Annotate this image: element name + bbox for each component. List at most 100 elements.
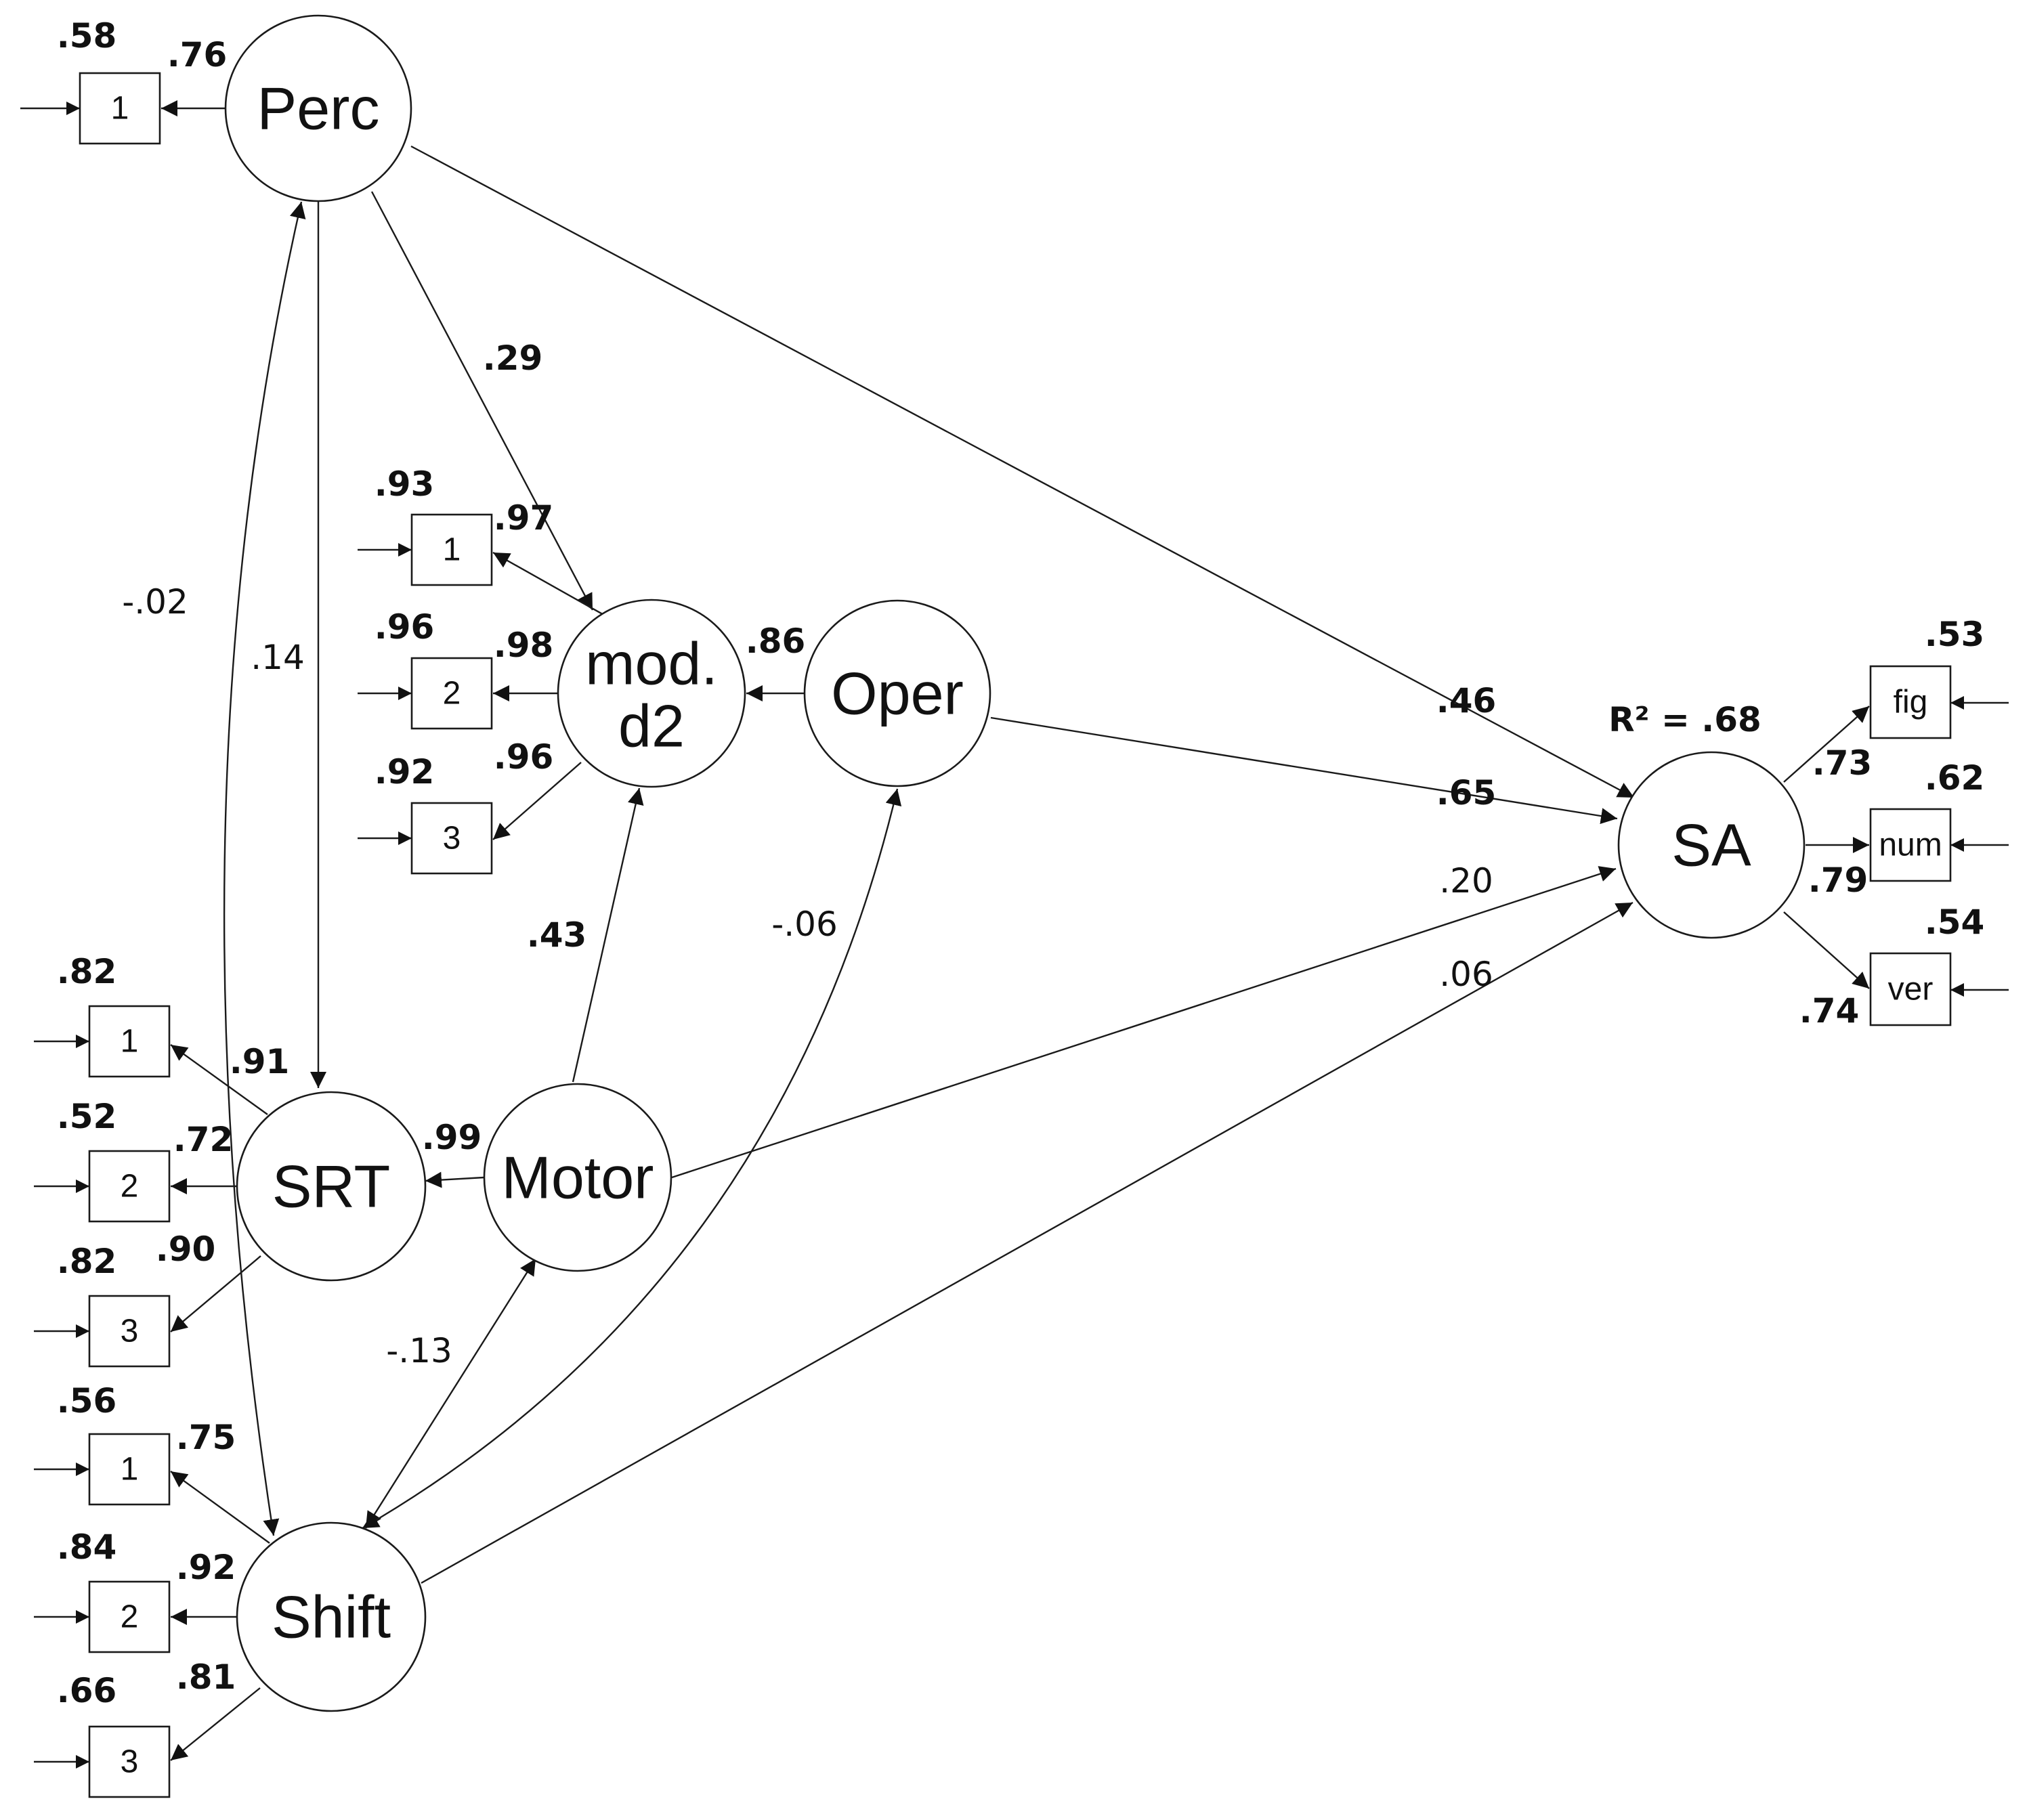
indicator-shift-1: 1 xyxy=(88,1433,171,1506)
indicator-value-shift-1: .56 xyxy=(57,1381,117,1421)
loading-value-modd2-2: .98 xyxy=(494,626,554,665)
indicator-value-shift-3: .66 xyxy=(57,1671,117,1710)
indicator-sa-num-label: num xyxy=(1879,827,1942,863)
loading-value-shift-3: .81 xyxy=(176,1658,236,1697)
structural-paths xyxy=(223,145,1635,1584)
indicator-value-modd2-2: .96 xyxy=(375,607,435,647)
indicator-perc-1: 1 xyxy=(79,72,161,145)
latent-sa: SA xyxy=(1617,751,1806,939)
indicator-value-modd2-3: .92 xyxy=(375,752,435,792)
loading-shift-3 xyxy=(170,1687,261,1761)
indicator-modd2-2-label: 2 xyxy=(443,676,461,712)
latent-sa-label: SA xyxy=(1671,812,1751,879)
loading-shift-1 xyxy=(170,1471,270,1544)
loading-value-sa-fig: .73 xyxy=(1812,743,1873,783)
loading-coefficients: .76 .97 .98 .96 .91 .72 .90 .75 .92 .81 … xyxy=(156,35,1873,1697)
path-value-oper-sa: .65 xyxy=(1436,773,1497,812)
latent-modd2: mod. d2 xyxy=(557,599,746,788)
indicator-value-shift-2: .84 xyxy=(57,1528,117,1567)
path-value-perc-shift-cov: -.02 xyxy=(122,582,188,622)
loading-value-srt-3: .90 xyxy=(156,1230,216,1269)
indicator-perc-1-label: 1 xyxy=(111,91,129,127)
loading-sa-fig xyxy=(1783,706,1870,783)
cov-perc-shift xyxy=(223,201,306,1536)
loading-value-perc-1: .76 xyxy=(167,35,228,74)
loading-value-srt-2: .72 xyxy=(173,1120,234,1159)
loading-value-shift-2: .92 xyxy=(176,1548,236,1587)
indicator-value-sa-ver: .54 xyxy=(1925,903,1985,942)
latent-motor: Motor xyxy=(483,1083,672,1272)
latent-shift-label: Shift xyxy=(272,1584,391,1651)
path-value-perc-modd2: .29 xyxy=(483,339,543,378)
loading-srt-1 xyxy=(170,1044,268,1115)
loading-value-modd2-1: .97 xyxy=(494,498,554,538)
loading-value-sa-ver: .74 xyxy=(1799,991,1860,1031)
indicator-shift-1-label: 1 xyxy=(121,1452,139,1488)
indicator-sa-fig-label: fig xyxy=(1894,685,1928,720)
latent-oper-label: Oper xyxy=(831,660,964,727)
path-perc-sa xyxy=(410,145,1635,799)
loading-value-shift-1: .75 xyxy=(176,1418,236,1457)
indicator-value-srt-2: .52 xyxy=(57,1097,117,1136)
cov-motor-shift xyxy=(364,1258,537,1529)
sa-r-squared: R² = .68 xyxy=(1608,700,1761,739)
latent-perc-label: Perc xyxy=(257,75,380,142)
latent-modd2-label-line1: mod. xyxy=(585,630,718,697)
error-arrows xyxy=(20,102,2009,1769)
latent-srt-label: SRT xyxy=(272,1153,390,1220)
latent-modd2-label-line2: d2 xyxy=(618,693,685,760)
path-value-perc-srt: .14 xyxy=(251,638,305,677)
path-value-motor-modd2: .43 xyxy=(527,915,587,955)
latent-oper: Oper xyxy=(803,599,991,787)
latent-shift: Shift xyxy=(236,1521,427,1712)
path-oper-sa xyxy=(990,716,1618,825)
indicator-value-srt-1: .82 xyxy=(57,952,117,991)
path-value-motor-sa: .20 xyxy=(1439,861,1493,901)
path-perc-modd2 xyxy=(370,191,594,611)
loading-modd2-1 xyxy=(492,551,607,618)
loading-modd2-3 xyxy=(492,762,582,840)
indicator-modd2-1-label: 1 xyxy=(443,532,461,568)
indicator-srt-1: 1 xyxy=(88,1005,171,1078)
indicator-srt-1-label: 1 xyxy=(121,1024,139,1060)
indicator-value-modd2-1: .93 xyxy=(375,464,435,504)
indicator-srt-2: 2 xyxy=(88,1150,171,1223)
indicator-sa-ver: ver xyxy=(1869,952,1952,1026)
indicator-value-srt-3: .82 xyxy=(57,1242,117,1281)
path-value-motor-srt: .99 xyxy=(422,1118,482,1157)
indicator-value-sa-num: .62 xyxy=(1925,758,1985,798)
indicator-modd2-3: 3 xyxy=(410,802,493,875)
indicator-srt-3-label: 3 xyxy=(121,1314,139,1349)
indicator-value-sa-fig: .53 xyxy=(1925,615,1985,654)
path-value-oper-shift-cov: -.06 xyxy=(771,905,838,944)
indicator-modd2-2: 2 xyxy=(410,657,493,730)
indicator-sa-num: num xyxy=(1869,808,1952,882)
latent-perc: Perc xyxy=(224,14,412,202)
indicator-modd2-1: 1 xyxy=(410,513,493,586)
indicator-values: .58 .93 .96 .92 .82 .52 .82 .56 .84 .66 … xyxy=(57,16,1985,1710)
indicator-srt-3: 3 xyxy=(88,1295,171,1368)
loading-value-srt-1: .91 xyxy=(230,1042,290,1081)
indicator-sa-fig: fig xyxy=(1869,665,1952,739)
path-value-motor-shift-cov: -.13 xyxy=(386,1331,452,1370)
indicator-shift-3: 3 xyxy=(88,1725,171,1798)
path-value-oper-modd2: .86 xyxy=(746,622,806,661)
cov-oper-shift xyxy=(362,788,902,1530)
path-motor-srt xyxy=(425,1171,485,1188)
loading-srt-3 xyxy=(170,1255,261,1332)
path-coefficients: .29 .14 -.02 .46 .86 .65 .43 .99 .20 -.1… xyxy=(122,339,1496,1370)
latent-srt: SRT xyxy=(236,1091,427,1282)
path-value-shift-sa: .06 xyxy=(1439,955,1493,994)
indicator-modd2-3-label: 3 xyxy=(443,821,461,857)
loading-value-modd2-3: .96 xyxy=(494,737,554,777)
loading-paths xyxy=(161,100,1870,1761)
indicator-shift-2: 2 xyxy=(88,1580,171,1653)
loading-value-sa-num: .79 xyxy=(1808,861,1868,900)
loading-sa-ver xyxy=(1783,911,1870,989)
latent-motor-label: Motor xyxy=(502,1144,654,1211)
indicator-srt-2-label: 2 xyxy=(121,1169,139,1205)
indicator-value-perc-1: .58 xyxy=(57,16,117,56)
path-value-perc-sa: .46 xyxy=(1436,681,1497,720)
indicator-shift-2-label: 2 xyxy=(121,1599,139,1635)
